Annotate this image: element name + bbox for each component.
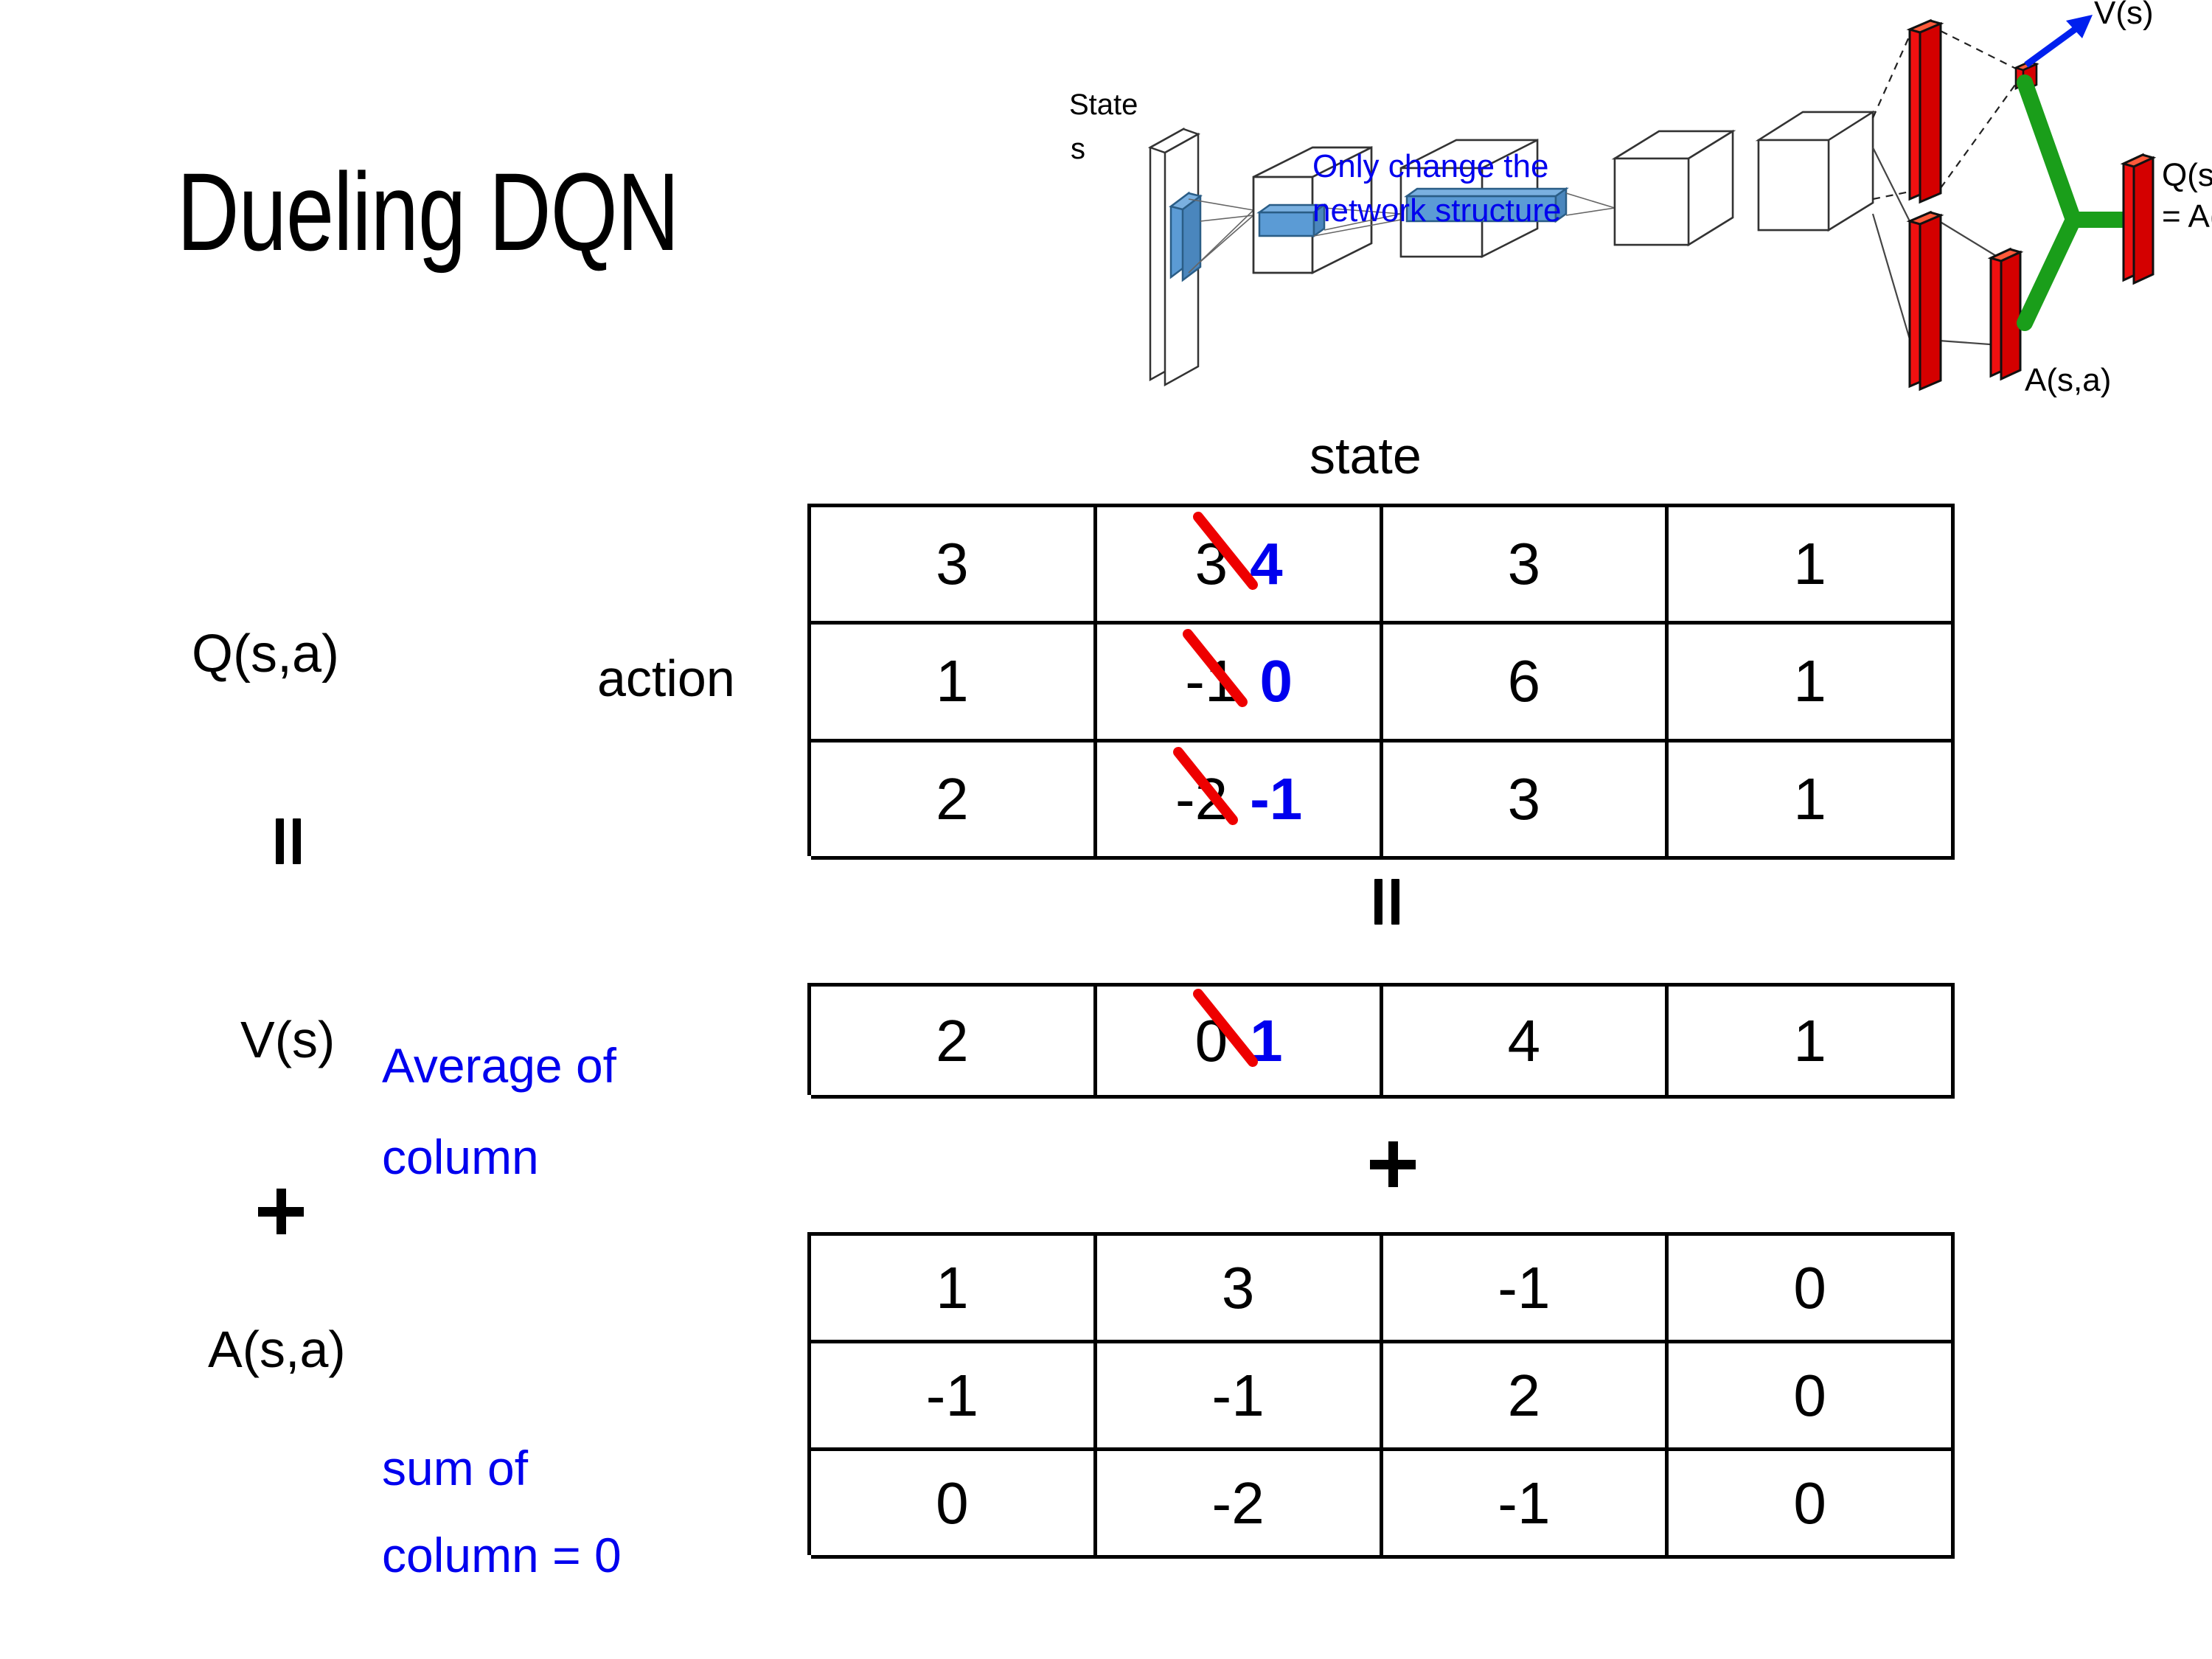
plus-sign-left <box>258 1189 304 1234</box>
equals-sign-left <box>271 818 305 864</box>
table-cell: 3 <box>1382 507 1669 625</box>
cell-value: 1 <box>1793 1007 1826 1074</box>
dueling-network-diagram: State s Only change the network structur… <box>1069 0 2212 413</box>
sum-note-line1: sum of <box>382 1441 529 1495</box>
table-cell: 3 <box>811 507 1097 625</box>
table-cell: 3 <box>1096 1236 1383 1343</box>
cell-value: 2 <box>936 1007 969 1074</box>
table-cell: -1 <box>1382 1236 1669 1343</box>
advantage-value-table: 1 3 -1 0 -1 -1 2 0 0 -2 -1 0 <box>807 1232 1955 1559</box>
corrected-value: 1 <box>1250 1007 1283 1074</box>
strikethrough-icon <box>1162 739 1255 832</box>
cell-value: -1 <box>1211 1362 1265 1428</box>
diagram-v-label: V(s) <box>2094 0 2154 31</box>
cell-value: -2 <box>1211 1470 1265 1536</box>
diagram-note-line1: Only change the <box>1312 148 1548 184</box>
table-cell: 0 <box>811 1451 1097 1559</box>
cell-value: 1 <box>1793 648 1826 714</box>
table-cell: 0 <box>1669 1236 1955 1343</box>
strikethrough-icon <box>1172 621 1265 714</box>
sum-note-line2: column = 0 <box>382 1528 622 1582</box>
cell-value: 2 <box>936 765 969 832</box>
cell-value: 2 <box>1507 1362 1541 1428</box>
page-title: Dueling DQN <box>177 150 679 274</box>
diagram-state-label-line1: State <box>1069 88 1138 121</box>
diagram-a-label: A(s,a) <box>2025 362 2111 398</box>
cell-value: 4 <box>1507 1007 1541 1074</box>
table-cell: 1 <box>1669 987 1955 1099</box>
cell-value: 3 <box>1507 531 1541 597</box>
table-cell: 0 <box>1669 1451 1955 1559</box>
cell-value: 6 <box>1507 648 1541 714</box>
table-cell: 0 <box>1669 1343 1955 1451</box>
table-cell: -1 <box>1382 1451 1669 1559</box>
average-note-line1: Average of <box>382 1038 617 1093</box>
cell-value: 3 <box>1507 765 1541 832</box>
struck-value: 3 <box>1192 512 1258 598</box>
cell-value: 1 <box>936 1254 969 1321</box>
table-cell: 1 <box>811 1236 1097 1343</box>
table-cell: 2 <box>1382 1343 1669 1451</box>
v-table-label: V(s) <box>240 1011 335 1068</box>
average-note-line2: column <box>382 1130 539 1184</box>
cell-value: 1 <box>1793 765 1826 832</box>
table-cell: 1 <box>1669 625 1955 742</box>
struck-value: -2 <box>1172 746 1238 833</box>
cell-value: -1 <box>1498 1254 1551 1321</box>
cell-value: 0 <box>1793 1362 1826 1428</box>
table-cell: 1 <box>811 625 1097 742</box>
table-cell: 2 <box>811 742 1097 860</box>
cell-value: 1 <box>1793 531 1826 597</box>
action-axis-label: action <box>597 650 735 707</box>
cell-value: 1 <box>936 648 969 714</box>
equals-sign-between-q-and-v <box>1370 879 1404 925</box>
table-cell: -1 <box>811 1343 1097 1451</box>
diagram-q-label-line1: Q(s,a) <box>2162 157 2212 193</box>
a-table-label: A(s,a) <box>208 1321 346 1378</box>
cell-value: 0 <box>1793 1470 1826 1536</box>
cell-value: -1 <box>1498 1470 1551 1536</box>
table-cell: 3 <box>1382 742 1669 860</box>
table-cell: -2-1 <box>1096 742 1383 860</box>
table-cell: 1 <box>1669 742 1955 860</box>
table-cell: -2 <box>1096 1451 1383 1559</box>
corrected-value: 4 <box>1250 531 1283 597</box>
table-cell: 1 <box>1669 507 1955 625</box>
corrected-value: 0 <box>1259 648 1293 714</box>
table-cell: 4 <box>1382 987 1669 1099</box>
state-axis-label: state <box>1310 427 1422 484</box>
diagram-note-line2: network structure <box>1312 192 1561 229</box>
q-table-label: Q(s,a) <box>192 625 340 684</box>
diagram-state-label-line2: s <box>1071 133 1085 165</box>
table-cell: 2 <box>811 987 1097 1099</box>
cell-value: 0 <box>936 1470 969 1536</box>
cell-value: 3 <box>1221 1254 1255 1321</box>
struck-value: -1 <box>1183 629 1248 715</box>
diagram-q-label-line2: = A(s,a)+V(s) <box>2162 198 2212 234</box>
table-cell: -1 <box>1096 1343 1383 1451</box>
cell-value: 3 <box>936 531 969 597</box>
table-cell: 6 <box>1382 625 1669 742</box>
cell-value: 0 <box>1793 1254 1826 1321</box>
plus-sign-between-v-and-a <box>1370 1141 1416 1187</box>
struck-value: 0 <box>1192 988 1258 1075</box>
corrected-value: -1 <box>1250 765 1303 832</box>
cell-value: -1 <box>925 1362 978 1428</box>
